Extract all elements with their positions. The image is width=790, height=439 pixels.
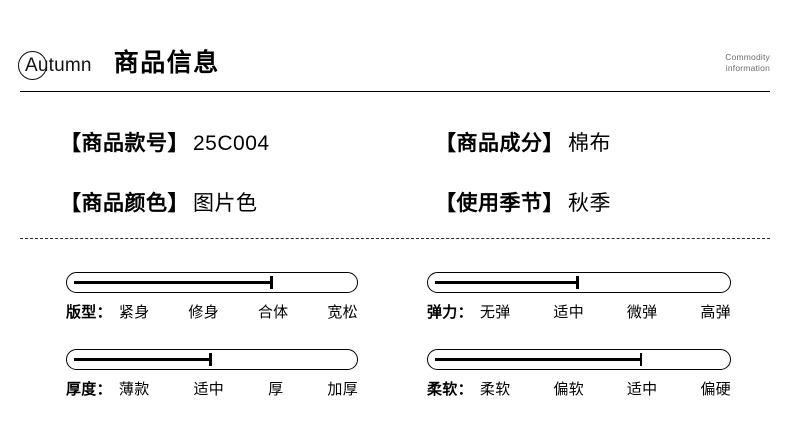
info-item-color: 【商品颜色】 图片色 [0,187,370,217]
product-info-grid: 【商品款号】 25C004 【商品成分】 棉布 【商品颜色】 图片色 【使用季节… [0,112,790,232]
header-subtitle: Commodity information [620,52,770,74]
attribute-slider-grid: 版型： 紧身 修身 合体 宽松 弹力： 无弹 适中 微弹 [0,272,790,426]
slider-knob[interactable] [576,276,579,289]
info-label: 【商品款号】 [60,132,189,155]
info-row: 【商品款号】 25C004 【商品成分】 棉布 [0,112,790,172]
slider-option[interactable]: 合体 [257,304,289,321]
slider-track[interactable] [427,272,731,293]
slider-row: 厚度： 薄款 适中 厚 加厚 柔软： 柔软 偏软 适中 [0,349,790,426]
slider-fill [74,357,212,362]
slider-fill [435,357,643,362]
slider-option[interactable]: 适中 [626,381,658,398]
slider-row: 版型： 紧身 修身 合体 宽松 弹力： 无弹 适中 微弹 [0,272,790,349]
slider-name: 版型： [66,304,112,321]
info-label: 【使用季节】 [435,192,564,215]
slider-group-fit: 版型： 紧身 修身 合体 宽松 [0,272,395,349]
info-row: 【商品颜色】 图片色 【使用季节】 秋季 [0,172,790,232]
slider-option[interactable]: 修身 [188,304,219,321]
slider-option[interactable]: 厚 [268,381,284,398]
header-divider [20,91,770,92]
page-header: Autumn 商品信息 Commodity information [0,0,790,95]
brand-lockup: Autumn 商品信息 [18,46,220,83]
slider-options: 柔软 偏软 适中 偏硬 [476,378,731,399]
slider-track[interactable] [66,272,358,293]
info-item-composition: 【商品成分】 棉布 [370,127,730,157]
slider-labels: 弹力： 无弹 适中 微弹 高弹 [427,301,731,322]
brand-name: Autumn [25,55,92,76]
slider-group-thickness: 厚度： 薄款 适中 厚 加厚 [0,349,395,426]
slider-knob[interactable] [270,276,273,289]
slider-option[interactable]: 高弹 [700,304,731,321]
slider-option[interactable]: 柔软 [479,381,511,398]
info-value: 棉布 [568,132,611,155]
slider-fill [74,280,273,285]
slider-fill [435,280,579,285]
info-item-style-number: 【商品款号】 25C004 [0,127,370,157]
slider-track[interactable] [66,349,358,370]
header-subtitle-line1: Commodity [725,52,770,62]
slider-knob[interactable] [639,353,643,366]
slider-group-softness: 柔软： 柔软 偏软 适中 偏硬 [395,349,790,426]
slider-option[interactable]: 无弹 [479,304,511,321]
slider-labels: 厚度： 薄款 适中 厚 加厚 [66,378,358,399]
slider-options: 薄款 适中 厚 加厚 [115,378,358,399]
page-title: 商品信息 [113,49,220,77]
slider-options: 无弹 适中 微弹 高弹 [476,301,731,322]
slider-group-elasticity: 弹力： 无弹 适中 微弹 高弹 [395,272,790,349]
brand-badge: Autumn [18,49,92,83]
slider-labels: 柔软： 柔软 偏软 适中 偏硬 [427,378,731,399]
slider-option[interactable]: 薄款 [118,381,150,398]
info-label: 【商品颜色】 [60,192,189,215]
slider-option[interactable]: 微弹 [626,304,658,321]
slider-track[interactable] [427,349,731,370]
slider-name: 柔软： [427,381,473,398]
slider-knob[interactable] [209,353,212,366]
info-value: 25C004 [193,132,270,155]
slider-option[interactable]: 适中 [553,304,584,321]
slider-name: 厚度： [66,381,112,398]
slider-option[interactable]: 偏软 [553,381,584,398]
info-value: 图片色 [193,192,258,215]
slider-option[interactable]: 宽松 [327,304,358,321]
info-value: 秋季 [568,192,611,215]
info-item-season: 【使用季节】 秋季 [370,187,730,217]
section-divider-dashed [20,238,770,239]
slider-option[interactable]: 偏硬 [700,381,731,398]
slider-options: 紧身 修身 合体 宽松 [115,301,358,322]
info-label: 【商品成分】 [435,132,564,155]
slider-option[interactable]: 紧身 [118,304,150,321]
slider-name: 弹力： [427,304,473,321]
header-subtitle-line2: information [725,63,770,73]
slider-labels: 版型： 紧身 修身 合体 宽松 [66,301,358,322]
slider-option[interactable]: 适中 [193,381,225,398]
slider-option[interactable]: 加厚 [327,381,358,398]
circle-outline-icon [18,51,47,80]
